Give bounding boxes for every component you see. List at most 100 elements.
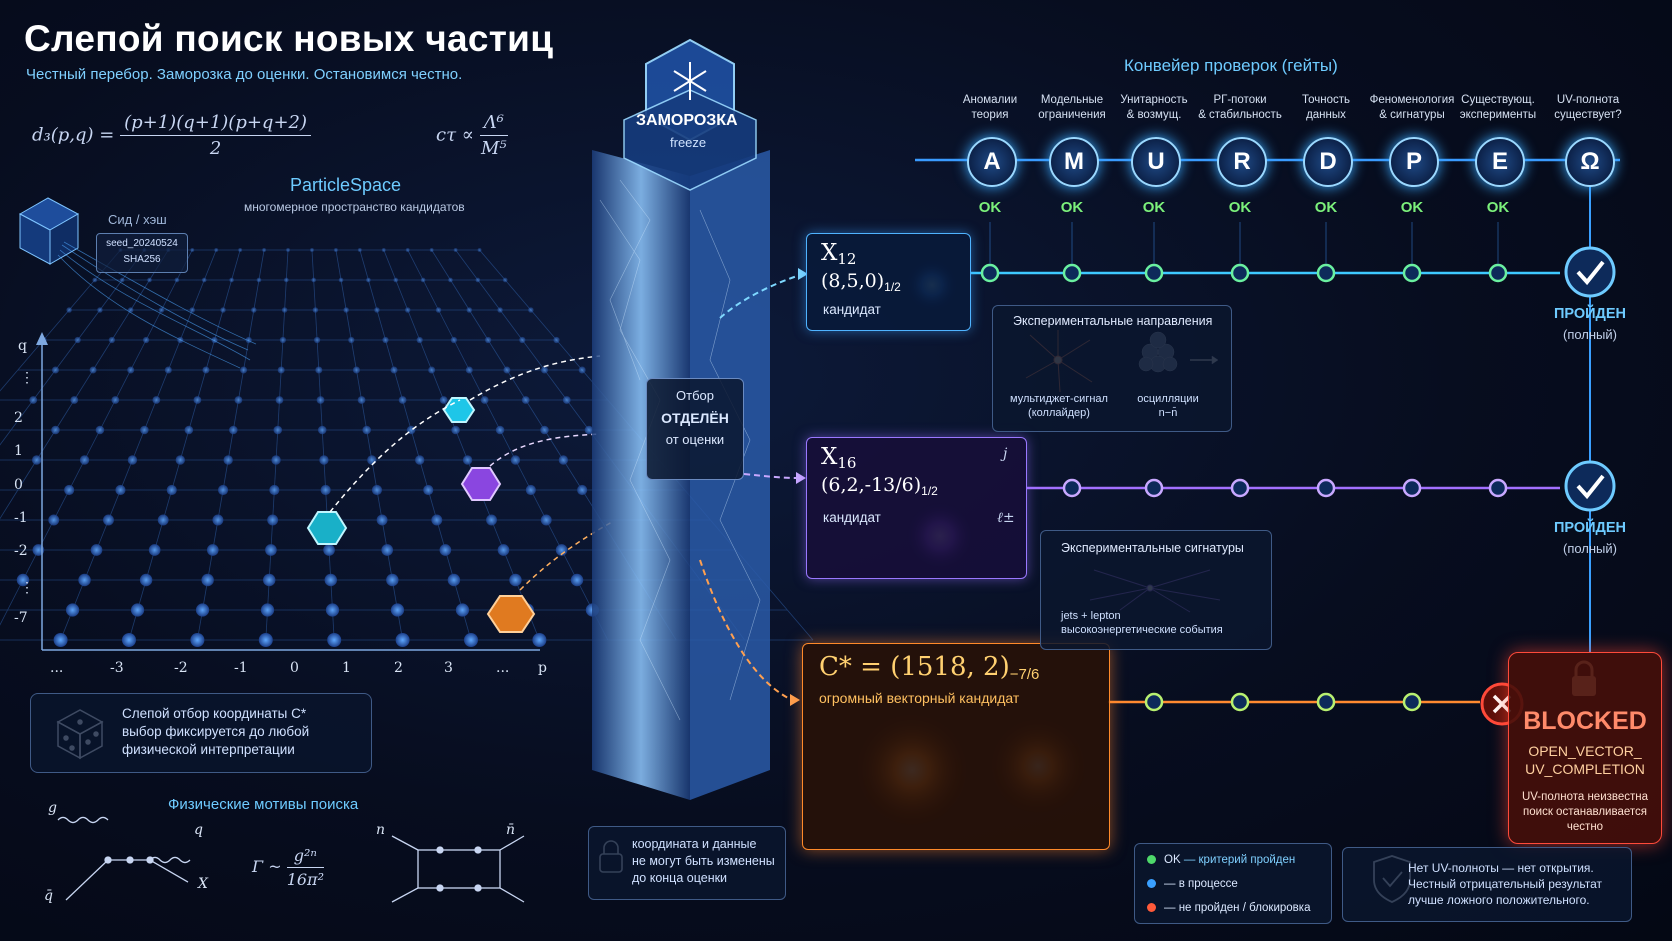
grid-node — [374, 307, 380, 313]
gate-node-A[interactable]: A — [967, 137, 1017, 187]
grid-node — [420, 277, 426, 283]
grid-node — [184, 425, 194, 435]
grid-line — [419, 459, 429, 491]
grid-line — [114, 369, 132, 401]
grid-line — [787, 609, 814, 641]
row-x12-node — [1144, 263, 1164, 283]
grid-line — [487, 339, 508, 371]
gate-label-E: Существующ.эксперименты — [1453, 93, 1543, 123]
row-x12-node — [1230, 263, 1250, 283]
grid-line — [431, 249, 451, 281]
gate-node-M[interactable]: M — [1049, 137, 1099, 187]
grid-node — [29, 396, 38, 404]
grid-node — [525, 484, 536, 496]
grid-line — [227, 429, 234, 461]
grid-node — [164, 366, 172, 374]
gate-node-D[interactable]: D — [1303, 137, 1353, 187]
grid-node — [475, 277, 481, 283]
grid-line — [455, 429, 468, 461]
gate-node-Ω[interactable]: Ω — [1565, 137, 1615, 187]
x12-rep: (8,5,0) — [821, 270, 885, 292]
candidate-x16-card[interactable]: X16 (6,2,-13/6)1/2 кандидат j ℓ± — [806, 437, 1027, 579]
grid-line — [188, 399, 198, 431]
grid-node — [283, 277, 289, 283]
grid-node — [66, 307, 72, 313]
grid-node — [405, 248, 410, 252]
grid-line — [468, 309, 489, 341]
q-tick: 2 — [14, 410, 23, 426]
grid-node — [578, 366, 586, 374]
grid-line — [279, 369, 282, 401]
signature-caption: jets + lepton высокоэнергетические событ… — [1061, 609, 1223, 637]
blocked-note3: честно — [1566, 821, 1604, 833]
grid-node — [423, 484, 434, 496]
grid-node — [371, 484, 383, 496]
p-tick: ... — [496, 660, 510, 676]
lock-note-text: координата и данные не могут быть измене… — [632, 836, 775, 887]
gate-status-U: OK — [1142, 199, 1166, 216]
multijet-line2: (коллайдер) — [1028, 407, 1090, 419]
grid-line — [410, 429, 421, 461]
grid-node — [477, 248, 482, 252]
grid-line — [203, 249, 217, 281]
gate-node-P[interactable]: P — [1389, 137, 1439, 187]
grid-node — [343, 307, 349, 313]
grid-line — [258, 249, 265, 281]
grid-line — [359, 249, 369, 281]
grid-node — [260, 603, 275, 617]
motives-title: Физические мотивы поиска — [168, 796, 359, 813]
candidate-x12-card[interactable]: X12 (8,5,0)1/2 кандидат — [806, 233, 971, 331]
row-nodes — [980, 222, 1508, 712]
formula-gamma-lhs: Γ ~ — [252, 857, 282, 876]
gate-label-line1: Феноменология — [1369, 94, 1455, 106]
grid-node — [51, 366, 60, 374]
experimental-signatures-box: Экспериментальные сигнатуры jets + lepto… — [1040, 530, 1272, 650]
grid-node — [74, 336, 81, 344]
particle-space-subtitle: многомерное пространство кандидатов — [244, 200, 465, 214]
grid-node — [139, 573, 153, 587]
grid-node — [395, 633, 410, 647]
exp-directions-title: Экспериментальные направления — [1013, 314, 1213, 328]
grid-node — [97, 307, 103, 313]
grid-line — [282, 309, 286, 341]
blind-selection-box — [30, 693, 372, 773]
grid-line — [43, 309, 70, 341]
x16-pass-label: ПРОЙДЕН — [1553, 520, 1627, 536]
multijet-line1: мультиджет-сигнал — [1010, 393, 1108, 405]
grid-line — [130, 339, 147, 371]
grid-node — [51, 425, 60, 435]
conclusion-text: Нет UV-полноты — нет открытия. Честный о… — [1408, 860, 1602, 908]
gate-node-E[interactable]: E — [1475, 137, 1525, 187]
grid-node — [357, 248, 362, 252]
grid-node — [503, 366, 511, 374]
grid-node — [570, 573, 584, 587]
gate-node-U[interactable]: U — [1131, 137, 1181, 187]
gate-node-R[interactable]: R — [1217, 137, 1267, 187]
grid-line — [356, 369, 362, 401]
grid-node — [480, 396, 489, 404]
grid-line — [320, 399, 323, 431]
blind-selection-line1: Слепой отбор координаты C* — [122, 706, 307, 721]
grid-line — [36, 429, 56, 461]
pass-check-x16-icon — [1564, 460, 1616, 512]
candidate-cstar-card[interactable]: C* = (1518, 2)−7/6 огромный векторный ка… — [802, 643, 1110, 850]
q-tick: 0 — [14, 477, 23, 493]
grid-node — [90, 544, 103, 556]
grid-line — [376, 309, 386, 341]
link-cyan — [329, 355, 601, 513]
x16-rep-sub: 1/2 — [921, 484, 938, 499]
x16-lepton-label: ℓ± — [997, 510, 1015, 526]
freeze-subtitle: freeze — [670, 135, 707, 150]
grid-node — [175, 455, 185, 465]
seed-flow-lines — [57, 241, 257, 369]
grid-node — [111, 396, 120, 404]
grid-node — [142, 336, 150, 344]
motive-g: g — [48, 800, 57, 816]
oscillation-caption: осцилляции n−n̄ — [1123, 392, 1213, 420]
gate-label-line2: & возмущ. — [1126, 109, 1182, 121]
blind-selection-text: Слепой отбор координаты C* выбор фиксиру… — [122, 705, 309, 759]
grid-line — [525, 399, 545, 431]
grid-line — [402, 399, 412, 431]
blind-selection-line3: физической интерпретации — [122, 742, 295, 757]
gate-status-A: OK — [978, 199, 1002, 216]
